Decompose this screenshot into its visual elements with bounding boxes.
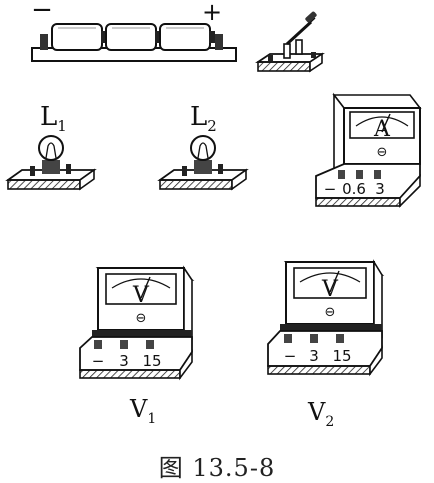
lamp-l1-label: L1 — [40, 102, 67, 135]
ammeter-terminal-minus: − — [324, 180, 337, 198]
ammeter-dial-symbol: A — [373, 117, 391, 142]
voltmeter-v2-zero-adjust: ⊖ — [325, 305, 336, 320]
battery-cell-3 — [159, 23, 211, 51]
battery-pack — [31, 23, 237, 62]
lamp-l1 — [5, 135, 97, 191]
battery-cell-1 — [51, 23, 103, 51]
voltmeter-v1-label: V1 — [129, 395, 156, 427]
ammeter-terminal-0-6: 0.6 — [342, 180, 366, 198]
ammeter: A ⊖ − 0.6 3 — [315, 92, 422, 208]
ammeter-zero-adjust: ⊖ — [377, 145, 388, 160]
battery-plus-label: + — [202, 0, 222, 26]
voltmeter-v2: V ⊖ − 3 15 — [267, 259, 385, 377]
voltmeter-v2-terminal-minus: − — [284, 347, 297, 365]
battery-cell-2 — [105, 23, 157, 51]
voltmeter-v2-terminal-15: 15 — [332, 347, 351, 365]
lamp-l2-label: L2 — [190, 102, 217, 135]
voltmeter-v1-dial-symbol: V — [132, 283, 150, 308]
voltmeter-v1-terminal-minus: − — [92, 352, 105, 370]
voltmeter-v2-terminal-3: 3 — [309, 347, 319, 365]
ammeter-terminal-3: 3 — [375, 180, 385, 198]
voltmeter-v1-terminal-3: 3 — [119, 352, 129, 370]
voltmeter-v1-zero-adjust: ⊖ — [136, 311, 147, 326]
voltmeter-v1-terminal-15: 15 — [142, 352, 161, 370]
lamp-l2 — [157, 135, 249, 191]
figure-caption: 图 13.5-8 — [158, 454, 276, 482]
battery-minus-label: − — [31, 0, 53, 25]
voltmeter-v2-label: V2 — [307, 398, 334, 430]
voltmeter-v2-dial-symbol: V — [321, 277, 339, 302]
knife-switch — [255, 11, 325, 73]
voltmeter-v1: V ⊖ − 3 15 — [79, 265, 195, 381]
